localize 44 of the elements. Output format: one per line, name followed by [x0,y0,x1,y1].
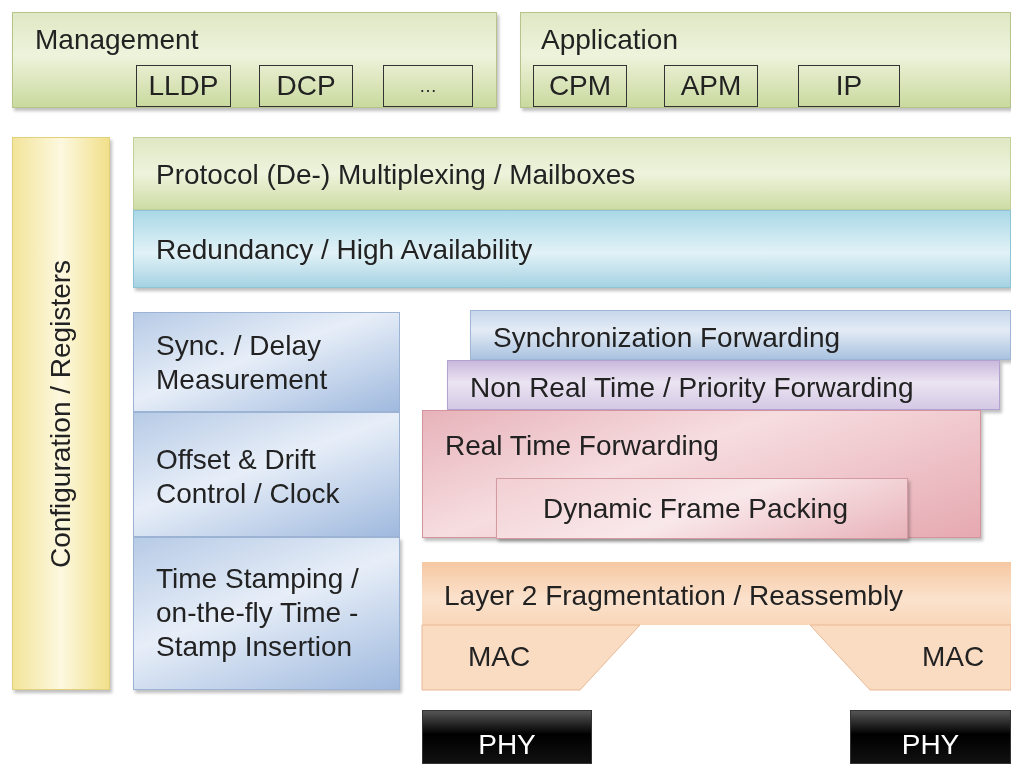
protocol-box [136,65,231,107]
node-label: Non Real Time / Priority Forwarding [470,371,914,405]
function-box [133,412,400,537]
protocol-box [798,65,900,107]
node-label: Offset & Drift Control / Clock [156,443,341,511]
node-label: Real Time Forwarding [445,429,719,463]
node-label: PHY [900,728,961,762]
layer-box [422,410,981,538]
node-label: Synchronization Forwarding [493,321,841,355]
node-label: LLDP [147,69,220,103]
node-label: … [418,75,438,98]
node-label: MAC [922,640,985,674]
node-label: Application [541,23,678,57]
node-label: IP [834,69,864,103]
layer-box [422,562,1011,625]
node-label: Management [35,23,199,57]
layer-box [133,137,1011,210]
node-label: PHY [477,728,537,762]
protocol-box [533,65,627,107]
function-box [496,478,908,539]
node-label: CPM [547,69,613,103]
function-box [133,312,400,412]
protocol-box [259,65,353,107]
node-label: Time Stamping / on-the-fly Time - Stamp Insertion [156,562,360,664]
protocol-box [383,65,473,107]
node-label: MAC [468,640,531,674]
layer-box [12,12,497,108]
node-label: DCP [275,69,337,103]
layer-box [470,310,1011,360]
node-label: Configuration / Registers [44,259,77,568]
phy-block [422,710,592,764]
protocol-box [664,65,758,107]
node-label: Protocol (De-) Multiplexing / Mailboxes [156,158,636,192]
layer-box [133,210,1011,288]
function-box [133,537,400,690]
node-label: Sync. / Delay Measurement [156,329,329,397]
phy-block [850,710,1011,764]
node-label: APM [679,69,743,103]
layer-box [447,360,1000,410]
layer-box [520,12,1011,108]
node-label: Layer 2 Fragmentation / Reassembly [444,579,904,613]
node-label: Dynamic Frame Packing [543,492,848,526]
node-label: Redundancy / High Availability [156,233,533,267]
layer-box [12,137,110,690]
